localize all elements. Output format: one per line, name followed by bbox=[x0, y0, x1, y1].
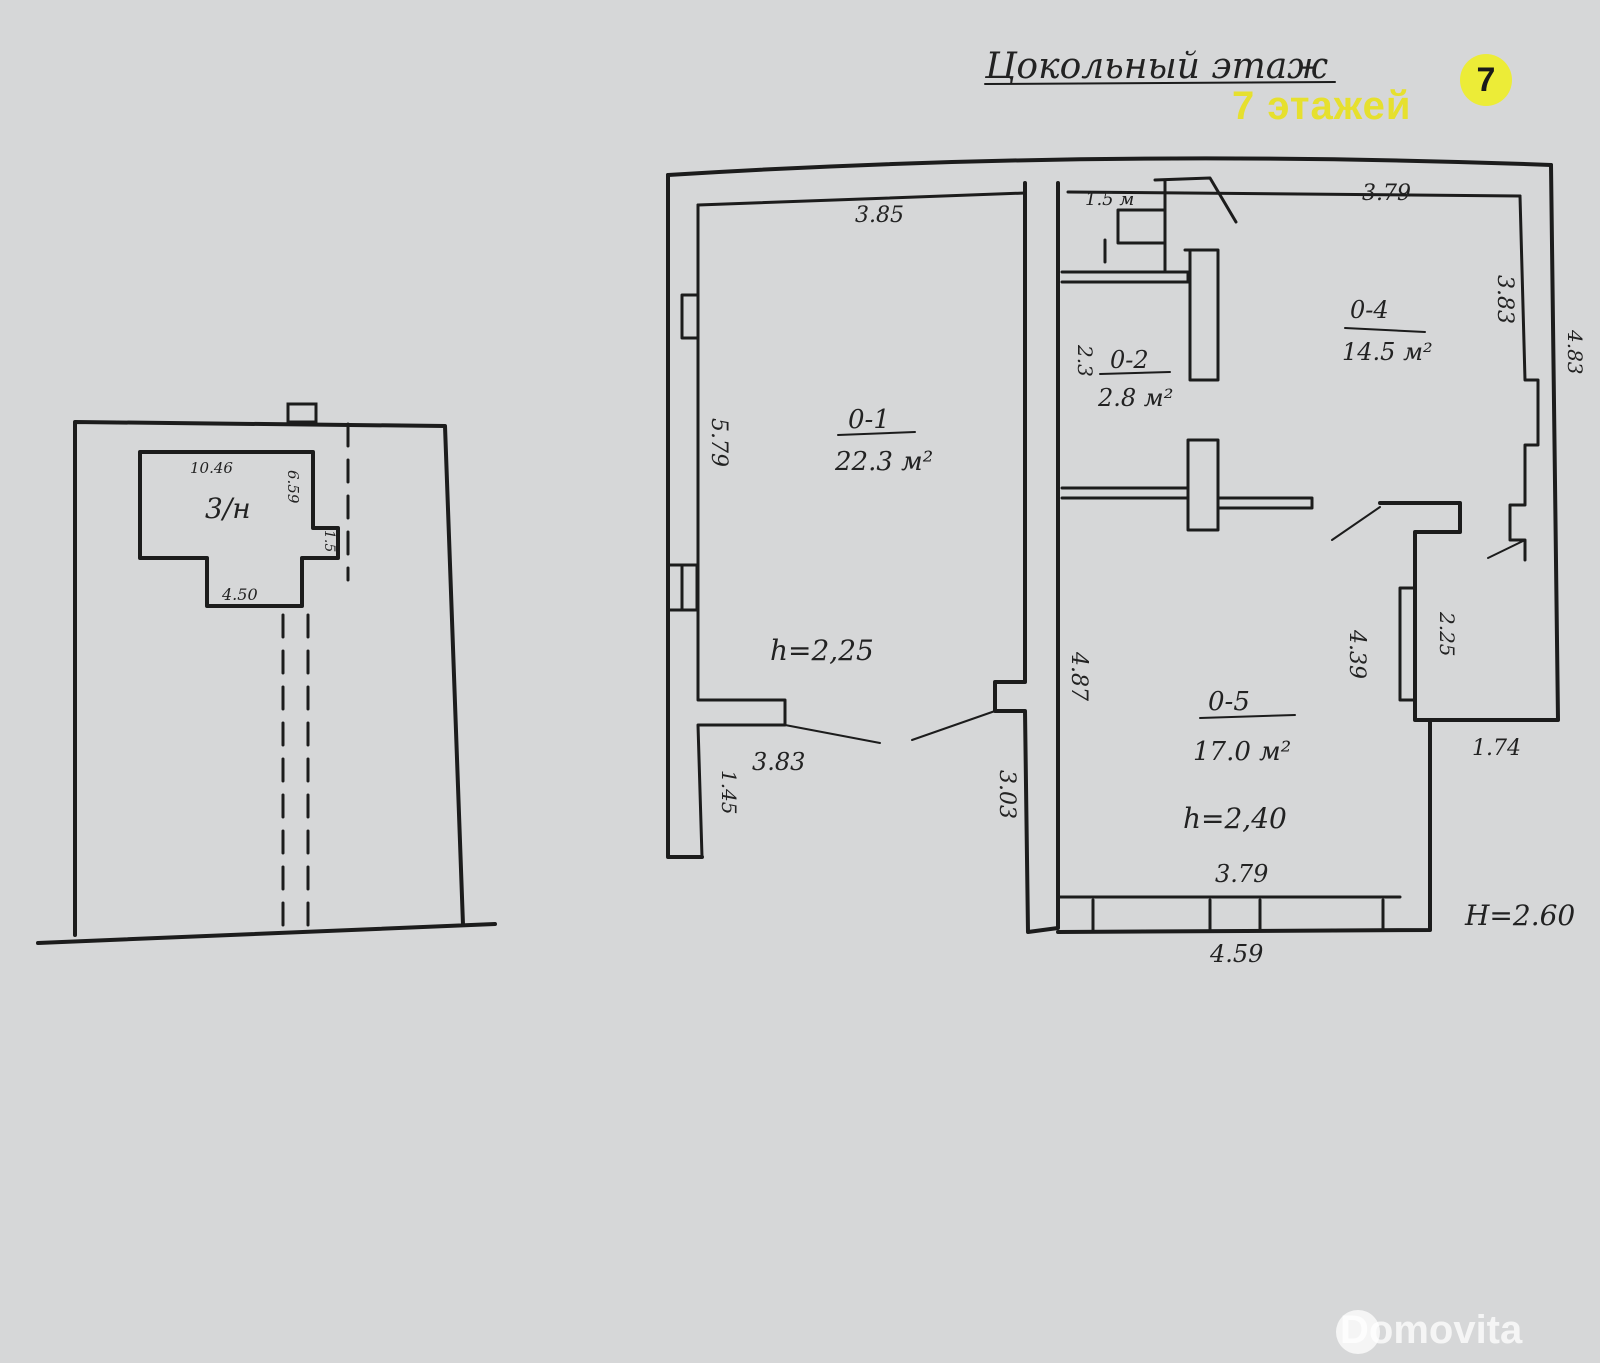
dim-kitchen-bottom: 3.79 bbox=[1215, 860, 1268, 888]
height-total: H=2.60 bbox=[1464, 899, 1575, 932]
title-underline bbox=[984, 81, 1336, 85]
left-inner-wall bbox=[696, 203, 787, 859]
room-0-2-area: 2.8 м² bbox=[1097, 384, 1173, 412]
room-0-1-id: 0-1 bbox=[848, 405, 890, 435]
site-dim-bottom: 4.50 bbox=[221, 585, 258, 604]
central-wall bbox=[993, 181, 1060, 934]
room-0-4-id: 0-4 bbox=[1350, 296, 1389, 324]
outer-wall-top bbox=[666, 156, 1553, 177]
watermark-text: Domovita bbox=[1340, 1308, 1523, 1352]
site-house-label: 3/н bbox=[205, 492, 251, 525]
dim-outer-bottom: 4.59 bbox=[1209, 940, 1263, 968]
kitchen-door bbox=[1331, 506, 1381, 541]
window-left-upper bbox=[680, 293, 700, 340]
site-dim-right: 6.59 bbox=[284, 470, 302, 504]
plan-title: Цокольный этаж bbox=[984, 46, 1328, 87]
brand-label: 7 этажей bbox=[1232, 84, 1412, 128]
right-outer-wall bbox=[1428, 163, 1560, 722]
dim-top-small: 1.5 м bbox=[1085, 189, 1134, 210]
floor-plan bbox=[666, 156, 1560, 934]
room-0-1-line bbox=[837, 431, 916, 436]
dim-kitchen-right: 4.39 bbox=[1344, 629, 1369, 679]
dim-right-inner: 3.83 bbox=[1492, 275, 1517, 324]
dim-top-left: 3.85 bbox=[855, 203, 904, 228]
dim-top-right: 3.79 bbox=[1362, 181, 1411, 206]
site-entrance-marker bbox=[286, 402, 318, 424]
right-door bbox=[1487, 539, 1526, 559]
dim-window-wall: 2.25 bbox=[1435, 611, 1459, 657]
inner-wall-top bbox=[696, 190, 1522, 207]
site-plan: 10.46 6.59 1.5 4.50 3/н bbox=[36, 402, 497, 945]
height-room-5: h=2,40 bbox=[1183, 802, 1287, 835]
dim-corridor: 3.03 bbox=[994, 770, 1019, 819]
dim-left-wall: 5.79 bbox=[706, 418, 731, 467]
dim-right-outer: 4.83 bbox=[1563, 329, 1587, 375]
window-left-lower bbox=[668, 563, 699, 612]
right-inner-wall bbox=[1508, 194, 1540, 562]
room-0-2-id: 0-2 bbox=[1110, 346, 1149, 374]
height-room-1: h=2,25 bbox=[770, 634, 874, 667]
left-outer-wall bbox=[666, 173, 704, 859]
door-swing-left bbox=[784, 724, 881, 744]
room-labels: 0-1 22.3 м² 0-2 2.8 м² 0-4 14.5 м² 0-5 1… bbox=[834, 296, 1433, 767]
room-0-5-line bbox=[1199, 714, 1296, 719]
room-0-5-id: 0-5 bbox=[1208, 687, 1250, 717]
site-dim-top: 10.46 bbox=[190, 459, 233, 477]
room-0-4-line bbox=[1344, 327, 1426, 333]
brand-logo-icon: 7 bbox=[1460, 54, 1512, 106]
room-0-1-area: 22.3 м² bbox=[834, 447, 933, 477]
dimension-labels: 3.85 1.5 м 3.79 5.79 3.83 4.83 2.3 4.87 … bbox=[706, 181, 1587, 968]
site-boundary bbox=[36, 420, 497, 945]
room-0-5-area: 17.0 м² bbox=[1193, 737, 1291, 767]
dim-middle-wall: 4.87 bbox=[1066, 651, 1091, 701]
dim-short-wall: 1.45 bbox=[717, 770, 741, 815]
dim-lower-left: 3.83 bbox=[752, 748, 805, 776]
kitchen-niche bbox=[1398, 586, 1417, 702]
room-0-2-line bbox=[1099, 371, 1171, 375]
center-partition bbox=[1186, 438, 1314, 532]
room-0-4-area: 14.5 м² bbox=[1342, 338, 1433, 366]
dim-right-low: 1.74 bbox=[1472, 736, 1521, 761]
door-swing-right bbox=[911, 710, 996, 741]
watermark-logo-icon bbox=[1336, 1310, 1380, 1354]
driveway-dashed-lines bbox=[281, 422, 350, 932]
site-dim-small: 1.5 bbox=[321, 530, 337, 552]
bathroom-fixtures bbox=[1103, 176, 1238, 272]
dim-bathroom-side: 2.3 bbox=[1073, 344, 1097, 377]
kitchen-window bbox=[1056, 895, 1402, 932]
house-footprint bbox=[138, 450, 340, 608]
